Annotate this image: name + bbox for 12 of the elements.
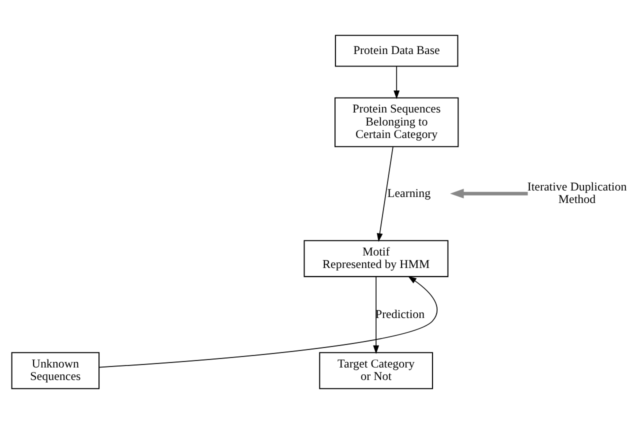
arrow [450, 188, 528, 198]
node-text: Iterative Duplication Method [527, 178, 627, 206]
arrow [394, 66, 400, 99]
arrow [98, 276, 438, 368]
node-box: Protein Data Base [334, 34, 458, 66]
node-box: Unknown Sequences [11, 352, 100, 389]
arrow [373, 276, 380, 354]
edge-label: Learning [387, 185, 431, 200]
node-box: Motif Represented by HMM [304, 240, 448, 277]
arrow [376, 146, 394, 242]
node-box: Protein Sequences Belonging to Certain Category [334, 96, 459, 147]
node-box: Target Category or Not [319, 352, 434, 389]
